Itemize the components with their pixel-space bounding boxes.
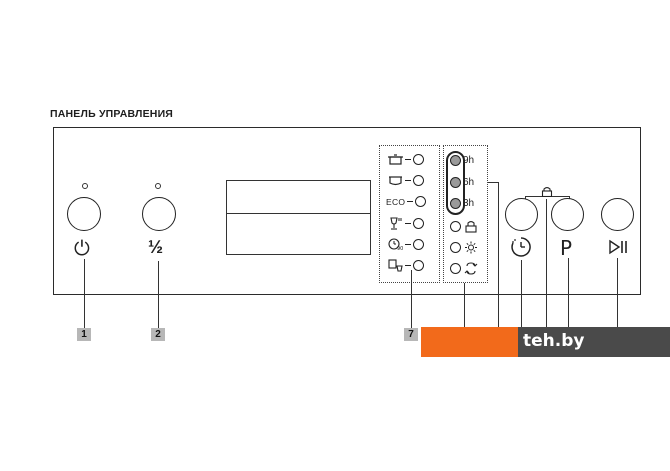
program-indicator-bowl (388, 175, 424, 186)
start-pause-icon (609, 239, 627, 255)
leader-line-delay-button (521, 260, 522, 328)
delay-indicator-frame (446, 151, 465, 215)
svg-text:90: 90 (397, 246, 403, 251)
program-icon: P (560, 236, 573, 260)
delay-timer-icon (511, 237, 531, 257)
program-indicator-prewash (388, 259, 424, 272)
program-indicator-quick: 90 (388, 238, 424, 251)
program-indicator-glass (388, 217, 424, 230)
callout-2: 2 (151, 328, 165, 341)
indicator-light (413, 175, 424, 186)
child-lock-icon (541, 186, 553, 197)
banner-dark-block (518, 327, 670, 357)
power-led (82, 183, 88, 189)
delay-label-6h: 6h (463, 177, 475, 188)
delay-indicator-9h: 9h (450, 155, 474, 166)
power-button[interactable] (67, 197, 101, 231)
leader-line-1 (84, 259, 85, 328)
half-load-led (155, 183, 161, 189)
eco-label: ECO (386, 196, 406, 207)
indicator-light (450, 198, 461, 209)
status-indicator-lock (450, 220, 478, 233)
delay-indicator-6h: 6h (450, 177, 474, 188)
leader-line-status (464, 283, 465, 328)
prewash-icon (388, 259, 403, 272)
indicator-light (413, 239, 424, 250)
banner-orange-block (421, 327, 518, 357)
indicator-light (413, 218, 424, 229)
brand-logo-text: teh.by (523, 331, 585, 351)
delay-indicator-3h: 3h (450, 198, 474, 209)
lock-icon (465, 220, 477, 233)
indicator-light (413, 260, 424, 271)
indicator-light (415, 196, 427, 207)
half-load-icon: ½ (148, 237, 164, 257)
callout-1: 1 (77, 328, 91, 341)
display-window (226, 180, 371, 255)
program-indicator-group (379, 145, 440, 283)
diagram-title: ПАНЕЛЬ УПРАВЛЕНИЯ (50, 108, 174, 120)
program-select-button[interactable] (551, 198, 584, 231)
indicator-light (450, 155, 461, 166)
leader-line-program (568, 258, 569, 328)
half-load-button[interactable] (142, 197, 176, 231)
status-indicator-rinse-aid (450, 241, 478, 254)
glass-icon (390, 217, 402, 230)
callout-7: 7 (404, 328, 418, 341)
leader-line-delay (498, 182, 499, 328)
power-icon: ⏻ (74, 236, 90, 260)
quick-90-icon: 90 (388, 238, 403, 251)
indicator-light (413, 154, 424, 165)
salt-icon (464, 262, 478, 275)
indicator-light (450, 263, 461, 274)
bowl-icon (389, 176, 402, 186)
leader-line-delay-h (488, 182, 498, 183)
program-indicator-pot (388, 154, 424, 165)
program-indicator-eco: ECO (386, 196, 427, 207)
leader-line-start (617, 258, 618, 328)
delay-status-indicator-group (443, 145, 488, 283)
indicator-light (450, 242, 461, 253)
indicator-light (450, 177, 461, 188)
watermark-banner: teh.by (421, 327, 670, 357)
indicator-light (450, 221, 461, 232)
display-divider (227, 213, 370, 214)
panel-outline (53, 127, 641, 295)
leader-line-7 (411, 270, 412, 328)
start-pause-button[interactable] (601, 198, 634, 231)
delay-label-9h: 9h (463, 155, 475, 166)
leader-line-lock (546, 199, 547, 328)
rinse-aid-icon (465, 241, 477, 254)
leader-line-2 (158, 261, 159, 328)
delay-start-button[interactable] (505, 198, 538, 231)
pot-icon (388, 154, 403, 165)
delay-label-3h: 3h (463, 198, 475, 209)
status-indicator-salt (450, 262, 478, 275)
